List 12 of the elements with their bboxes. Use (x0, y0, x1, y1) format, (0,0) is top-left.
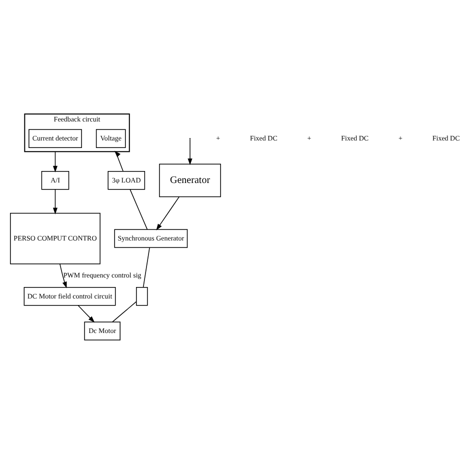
arrow (188, 138, 192, 165)
arrow (156, 196, 180, 230)
arrow (78, 304, 95, 322)
node-box: Generator (159, 163, 221, 197)
connector (142, 246, 150, 288)
arrow (52, 150, 58, 172)
connector (130, 188, 148, 230)
node-box (136, 286, 148, 306)
arrow (114, 150, 124, 172)
connector (112, 300, 137, 322)
arrow (52, 188, 58, 214)
arrow (60, 263, 67, 288)
